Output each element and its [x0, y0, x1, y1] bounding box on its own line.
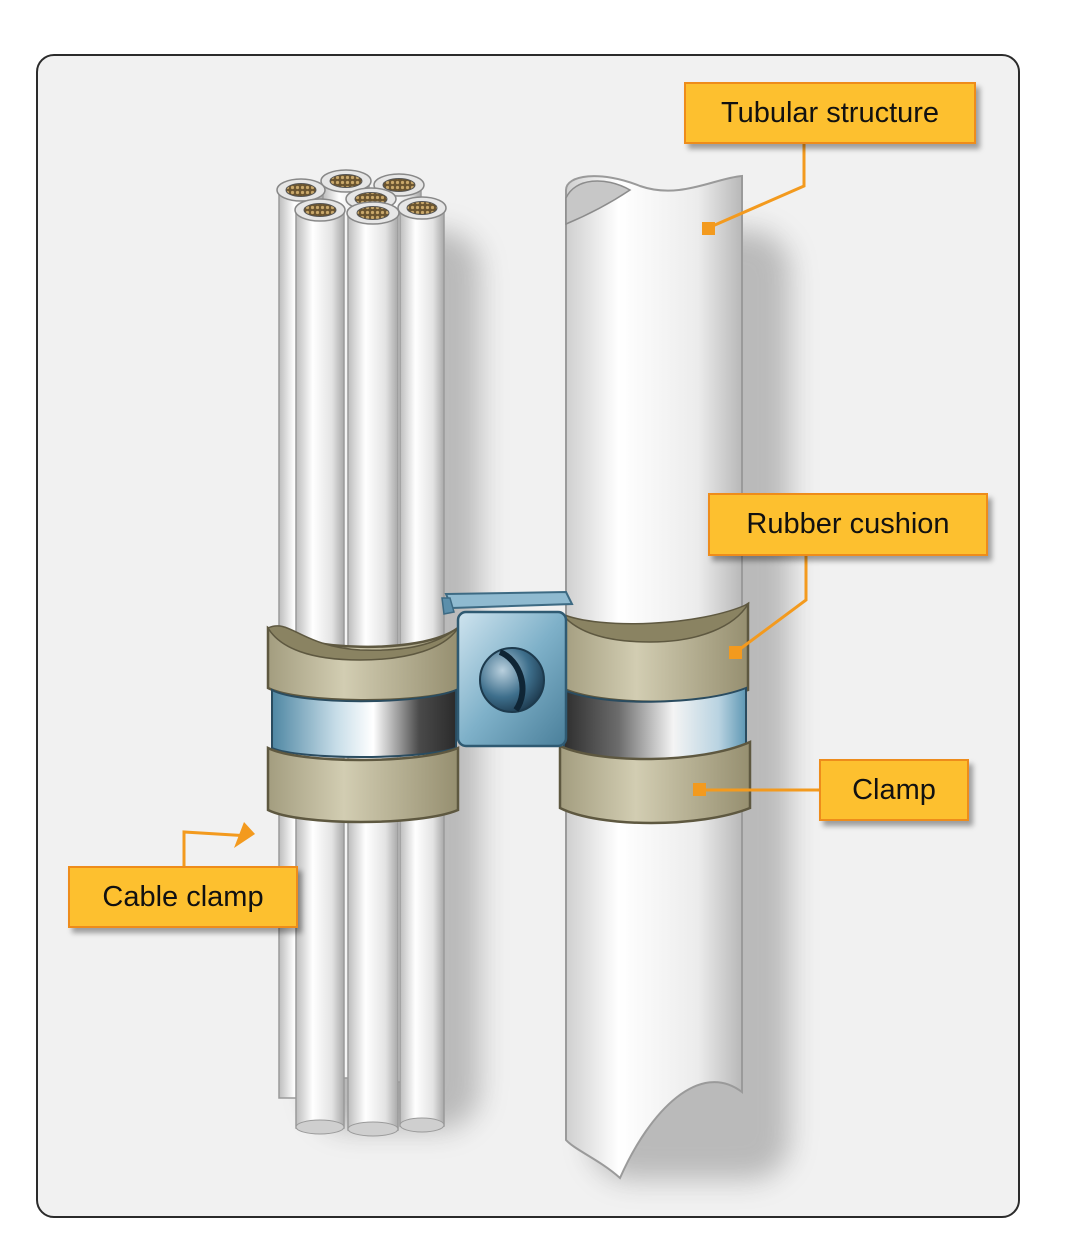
callout-clamp: Clamp — [819, 759, 969, 821]
screw-plate — [456, 610, 568, 748]
callout-tubular-structure: Tubular structure — [684, 82, 976, 144]
wire-ends — [276, 169, 447, 225]
leader-lines — [182, 144, 822, 866]
tube-clamp — [558, 601, 752, 825]
screw-head-icon — [479, 647, 545, 713]
callout-rubber-cushion: Rubber cushion — [708, 493, 988, 556]
callout-cable-clamp: Cable clamp — [68, 866, 298, 928]
cable-clamp — [266, 625, 460, 824]
clamp-bracket — [441, 590, 574, 615]
leader-markers — [234, 222, 742, 848]
